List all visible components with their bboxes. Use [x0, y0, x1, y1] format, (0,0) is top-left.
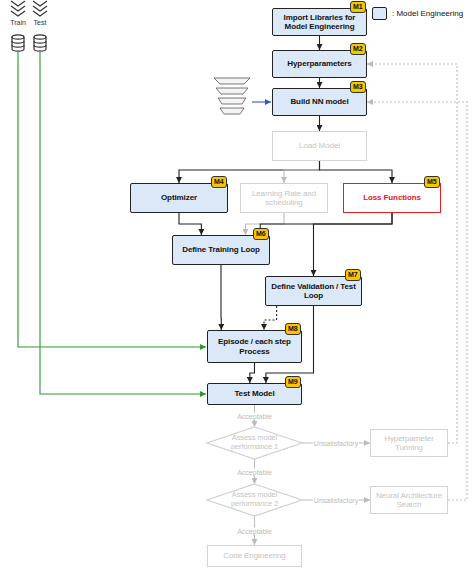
train-data-line [18, 52, 206, 347]
inactive-box: Learning Rate and scheduling [240, 183, 328, 213]
flow-connector [367, 102, 467, 500]
callout-number: M2 [350, 43, 366, 55]
node-text: Define Training Loop [182, 245, 260, 254]
node-text: Assess model performance 2 [227, 491, 282, 508]
nn-illustration [214, 78, 250, 114]
flow-connector [320, 161, 393, 183]
node-text: Optimizer [161, 193, 197, 202]
callout-number: M9 [285, 376, 301, 388]
flow-connector [179, 161, 320, 183]
edge-label: Acceptable [236, 527, 273, 534]
node-text: Load Model [299, 141, 340, 150]
edge-label: Unsatisfactory [313, 497, 359, 504]
decision-diamond: Assess model performance 1 [207, 427, 302, 459]
flow-connector [319, 78, 320, 88]
node-text: Neural Architecture Search [374, 491, 444, 509]
dataset-label: Train [10, 19, 26, 26]
inactive-box: Load Model [272, 131, 367, 161]
flow-connector [319, 36, 320, 50]
flow-connector [284, 161, 320, 183]
edge-label: Acceptable [236, 413, 273, 420]
node-text: Hyperparameters [287, 59, 351, 68]
node-text: Define Validation / Test Loop [269, 282, 358, 300]
node-text: Assess model performance 1 [227, 434, 282, 451]
callout-number: M7 [345, 269, 361, 281]
dataset-label: Test [34, 19, 47, 26]
inactive-box: Hyperpameter Tunning [370, 429, 448, 457]
flow-connector [264, 306, 277, 330]
flow-connector [220, 265, 221, 330]
inactive-box: Neural Architecture Search [370, 486, 448, 514]
callout-number: M3 [350, 81, 366, 93]
callout-number: M5 [424, 176, 440, 188]
node-text: Loss Functions [363, 193, 421, 202]
node-text: Test Model [234, 389, 274, 398]
test-icon [33, 1, 47, 51]
legend-swatch [372, 7, 387, 20]
node-text: Build NN model [290, 97, 348, 106]
nn-input-arrow [252, 101, 271, 102]
callout-number: M4 [211, 176, 227, 188]
flow-connector [367, 64, 457, 443]
edge-label: Unsatisfactory [313, 440, 359, 447]
test-data-line [40, 52, 206, 394]
flow-connector [179, 213, 201, 235]
legend-text: : Model Engineering [392, 9, 463, 18]
decision-diamond: Assess model performance 2 [207, 484, 302, 516]
inactive-box: Code Engineering [207, 545, 302, 567]
node-text: Learning Rate and scheduling [244, 189, 324, 207]
callout-number: M1 [350, 1, 366, 13]
train-icon [11, 1, 25, 51]
node-text: Import Libraries for Model Engineering [276, 13, 363, 31]
node-text: Hyperpameter Tunning [374, 434, 444, 452]
flow-connector [314, 213, 393, 276]
flow-connector [319, 116, 320, 131]
edge-label: Acceptable [236, 468, 273, 475]
callout-number: M6 [253, 228, 269, 240]
node-text: Code Engineering [223, 551, 285, 560]
flow-connector [250, 363, 255, 383]
callout-number: M8 [285, 323, 301, 335]
node-text: Episode / each step Process [211, 337, 298, 355]
